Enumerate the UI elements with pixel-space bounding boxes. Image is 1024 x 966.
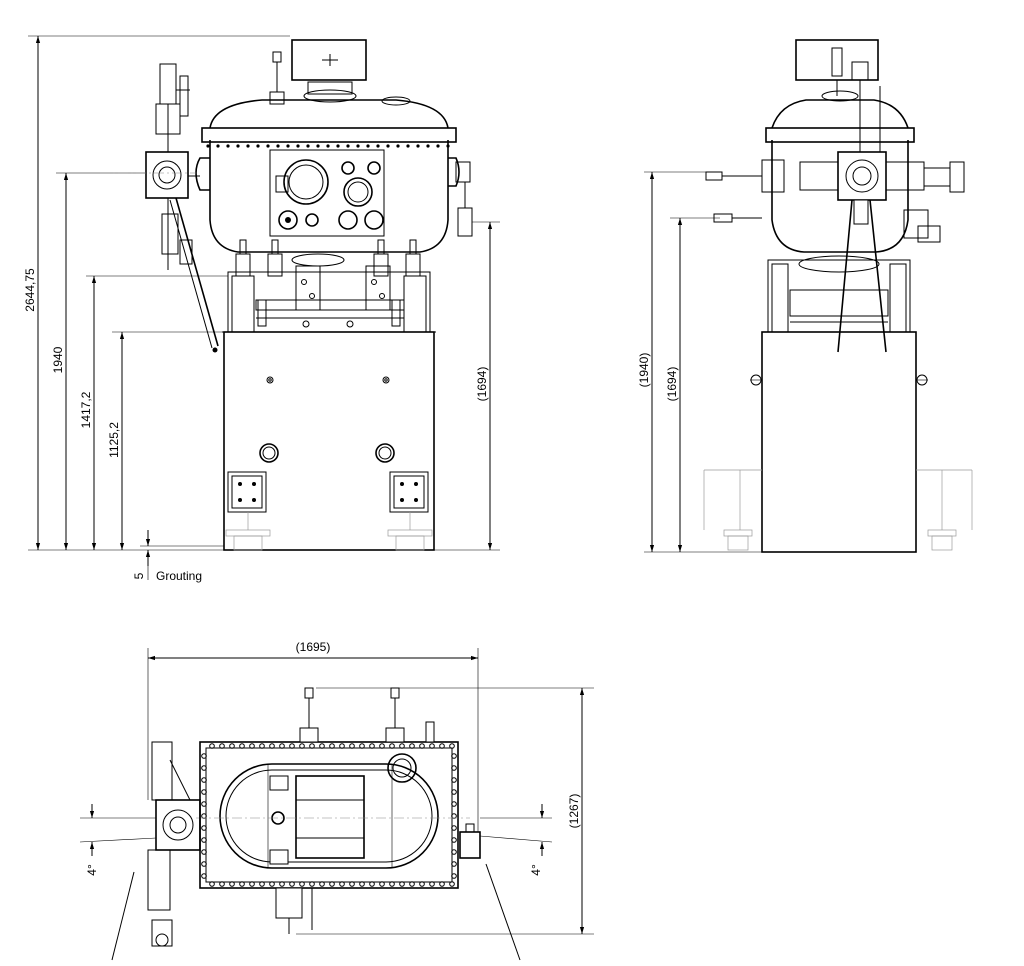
dim-top-width: (1695)	[296, 640, 331, 654]
dim-port-height: (1694)	[475, 367, 489, 402]
side-view-dimensions: (1940) (1694)	[637, 171, 762, 553]
dim-side-flange-height: (1940)	[637, 353, 651, 388]
front-view	[145, 39, 473, 551]
dim-grout-gap: 5	[132, 572, 146, 579]
top-view	[147, 687, 481, 947]
dim-frame-top-height: 1417,2	[79, 391, 93, 428]
front-view-dimensions: 2644,75 1940 1417,2 1125,2 (1694) 5 Grou…	[23, 35, 500, 583]
side-view	[703, 39, 973, 553]
dim-angle-right: 4°	[529, 864, 543, 876]
top-view-dimensions: (1695) (1267) 4° 4°	[79, 640, 594, 961]
dim-flange-height: 1940	[51, 346, 65, 373]
dim-top-depth: (1267)	[567, 794, 581, 829]
dim-side-port-height: (1694)	[665, 367, 679, 402]
grouting-label: Grouting	[156, 569, 202, 583]
dim-angle-left: 4°	[85, 864, 99, 876]
dim-overall-height: 2644,75	[23, 268, 37, 312]
dim-base-top-height: 1125,2	[107, 422, 121, 458]
